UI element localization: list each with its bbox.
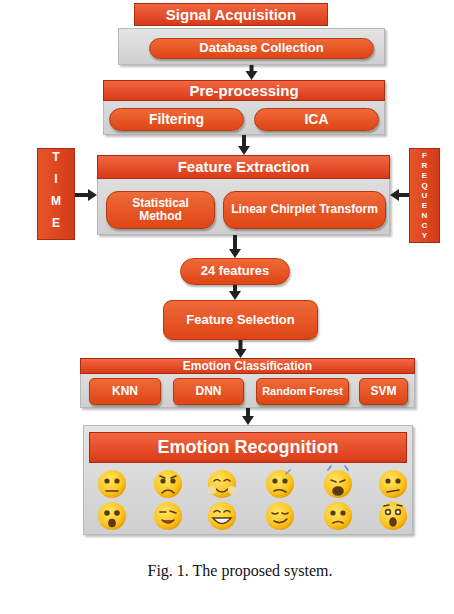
node-label: ICA xyxy=(304,112,328,127)
process-box: 24 features xyxy=(180,258,290,285)
process-box: Statistical Method xyxy=(106,191,215,229)
band-header: Feature Extraction xyxy=(97,155,390,179)
band-header: Emotion Classification xyxy=(80,358,415,374)
process-box: Feature Selection xyxy=(163,300,318,340)
process-box: Linear Chirplet Transform xyxy=(223,191,386,229)
flow-arrow xyxy=(246,65,258,80)
process-box: Filtering xyxy=(109,108,244,131)
process-box: Database Collection xyxy=(149,38,374,59)
node-label: Feature Extraction xyxy=(178,159,310,175)
flow-arrow xyxy=(235,340,247,358)
flow-arrow xyxy=(390,189,409,201)
band-header: Pre-processing xyxy=(103,80,385,101)
node-label: Emotion Classification xyxy=(183,360,312,373)
flow-arrow xyxy=(229,285,241,300)
node-label: Pre-processing xyxy=(189,83,298,99)
group-band: Emotion Recognition xyxy=(83,425,413,535)
band-header: Signal Acquisition xyxy=(134,3,328,26)
axis-box: FREQUENCY xyxy=(409,148,440,243)
arrow-head xyxy=(238,146,250,155)
flow-arrow xyxy=(238,135,250,155)
axis-box: TIME xyxy=(37,148,75,240)
flow-arrow xyxy=(229,235,241,258)
process-box: ICA xyxy=(254,108,379,131)
process-box: Random Forest xyxy=(256,378,349,405)
node-label: Statistical Method xyxy=(111,197,210,223)
process-box: SVM xyxy=(359,378,408,405)
figure-caption: Fig. 1. The proposed system. xyxy=(60,562,420,580)
band-header: Emotion Recognition xyxy=(89,432,407,463)
process-box: KNN xyxy=(89,378,161,405)
node-label: Linear Chirplet Transform xyxy=(231,203,378,216)
arrow-head xyxy=(229,249,241,258)
group-band: Pre-processingFiltering ICA xyxy=(103,80,385,135)
process-box: DNN xyxy=(173,378,244,405)
node-label: Database Collection xyxy=(199,41,323,55)
arrow-head xyxy=(242,416,254,425)
group-band: Feature ExtractionStatistical Method Line… xyxy=(97,155,390,235)
node-label: TIME xyxy=(49,150,63,238)
arrow-shaft xyxy=(75,193,90,197)
arrow-head xyxy=(246,71,258,80)
flow-arrow xyxy=(75,189,97,201)
flow-arrow xyxy=(242,408,254,425)
node-label: Feature Selection xyxy=(186,313,294,327)
node-label: Random Forest xyxy=(262,385,343,397)
arrow-head xyxy=(229,291,241,300)
group-band: Signal AcquisitionDatabase Collection xyxy=(118,28,385,65)
node-label: 24 features xyxy=(201,264,270,278)
node-label: DNN xyxy=(196,385,222,398)
node-label: Emotion Recognition xyxy=(158,438,339,457)
arrow-head xyxy=(235,349,247,358)
node-label: Signal Acquisition xyxy=(166,7,296,23)
node-label: Filtering xyxy=(149,112,204,127)
arrow-shaft xyxy=(233,235,237,251)
node-label: SVM xyxy=(370,385,396,398)
arrow-head xyxy=(390,189,399,201)
arrow-head xyxy=(88,189,97,201)
node-label: KNN xyxy=(112,385,138,398)
group-band: Emotion ClassificationKNN DNN Random Fores… xyxy=(80,358,415,408)
node-label: FREQUENCY xyxy=(420,151,429,241)
